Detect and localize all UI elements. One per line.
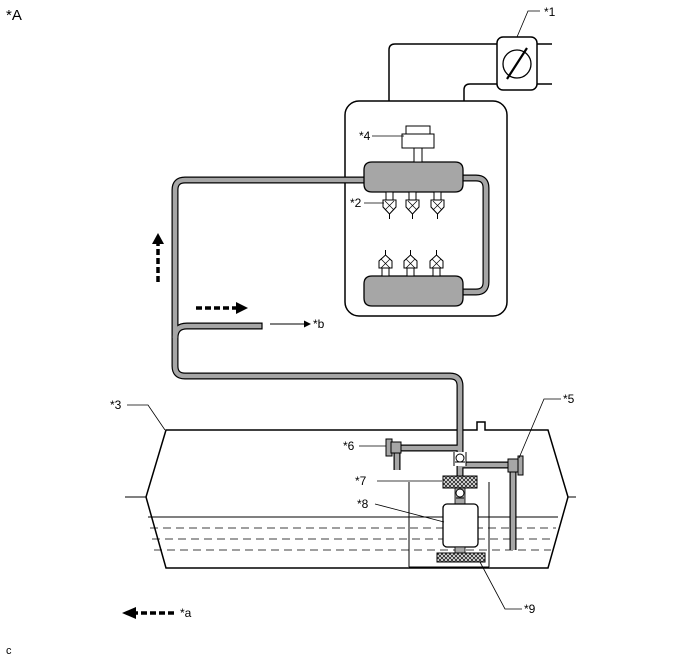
check-valve-upper: [453, 452, 467, 466]
engine-box: [344, 100, 508, 317]
figure-footer-code: c: [6, 645, 12, 657]
callout-7: *7: [355, 474, 367, 488]
callout-5: *5: [563, 392, 575, 406]
suction-filter: [436, 552, 486, 563]
throttle-body: [496, 36, 538, 91]
lower-fuel-rail: [363, 275, 464, 307]
injector-upper-3: [430, 191, 445, 219]
callout-3: *3: [110, 398, 122, 412]
leader-lines: [127, 10, 561, 610]
callout-8: *8: [357, 497, 369, 511]
pump-reservoir: [408, 482, 490, 568]
fuel-pressure-sensor: [401, 133, 435, 149]
upper-fuel-rail: [363, 125, 464, 193]
flow-arrow-up: [152, 233, 164, 282]
fuel-filter: [442, 475, 478, 489]
injector-lower-3: [429, 250, 444, 277]
injector-lower-2: [403, 250, 418, 277]
flow-arrow-left: [122, 607, 174, 619]
crossover-pipe-edge: [455, 174, 490, 296]
callout-a: *a: [180, 606, 192, 620]
callout-b: *b: [313, 317, 325, 331]
regulator-right: [507, 455, 524, 476]
fuel-tank-outline: [145, 421, 569, 569]
regulator-left: [385, 438, 402, 457]
flow-arrow-right: [196, 302, 248, 314]
callout-9: *9: [524, 602, 536, 616]
lower-injectors: [378, 250, 444, 277]
callout-4: *4: [359, 129, 371, 143]
fuel-tank: [125, 421, 576, 569]
main-fuel-pipe-edge: [171, 176, 464, 482]
figure-title: *A: [6, 7, 22, 24]
injector-upper-2: [405, 191, 420, 219]
check-valve-lower: [454, 487, 466, 505]
callout-1: *1: [544, 5, 556, 19]
injector-upper-1: [382, 191, 397, 219]
callout-6: *6: [343, 439, 355, 453]
callout-2: *2: [350, 196, 362, 210]
intake-duct: [388, 43, 552, 101]
fuel-pump: [442, 503, 479, 554]
injector-lower-1: [378, 250, 393, 277]
arrow-to-b: [270, 320, 311, 328]
return-pipe-left-edge: [393, 444, 460, 470]
upper-injectors: [382, 191, 445, 219]
